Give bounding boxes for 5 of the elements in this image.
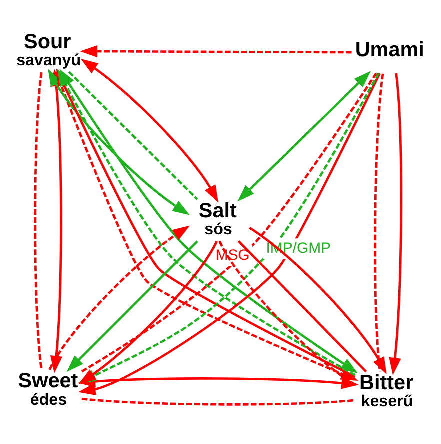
node-text: Sweet édes	[18, 370, 78, 409]
node-text: Salt sós	[198, 200, 237, 239]
node-text: Sour savanyú	[16, 30, 82, 70]
node-text: Umami	[355, 38, 424, 62]
node-text: Bitter keserű	[360, 372, 414, 411]
